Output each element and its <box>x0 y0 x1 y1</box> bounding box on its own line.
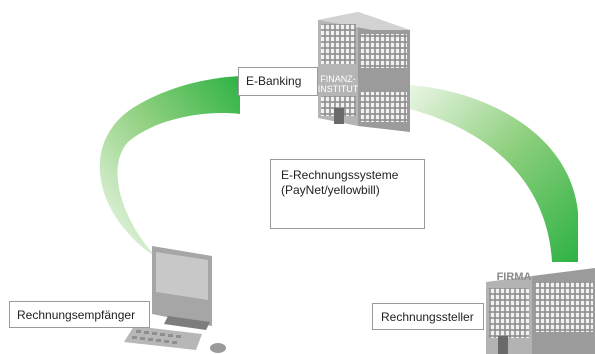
label-e-banking-text: E-Banking <box>246 74 302 88</box>
label-invoice-issuer: Rechnungssteller <box>372 303 484 330</box>
label-system-line1: E-Rechnungssysteme <box>281 168 399 182</box>
label-invoice-recipient: Rechnungsempfänger <box>9 301 150 328</box>
label-e-banking: E-Banking <box>238 67 318 96</box>
arrow-bank-to-issuer <box>398 84 578 262</box>
bank-building-icon: FINANZ- INSTITUT <box>318 12 410 132</box>
company-sign: FIRMA <box>497 271 532 283</box>
bank-sign-line1: FINANZ- <box>320 74 356 84</box>
company-building-icon: FIRMA <box>486 268 595 354</box>
arrow-recipient-to-bank <box>99 76 240 257</box>
label-system-line2: (PayNet/yellowbill) <box>281 183 380 197</box>
computer-icon <box>124 246 226 353</box>
label-issuer-text: Rechnungssteller <box>381 310 474 324</box>
bank-sign-line2: INSTITUT <box>318 84 359 94</box>
label-e-invoice-systems: E-Rechnungssysteme (PayNet/yellowbill) <box>270 159 425 229</box>
label-recipient-text: Rechnungsempfänger <box>17 308 136 322</box>
